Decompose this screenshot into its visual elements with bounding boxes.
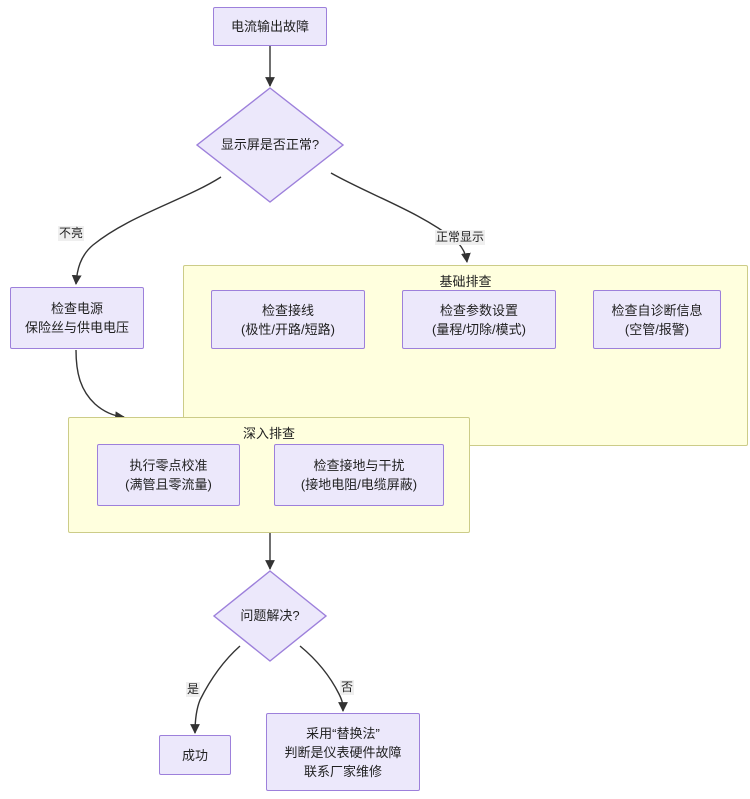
- node-start-current-output-fault[interactable]: 电流输出故障: [213, 7, 327, 46]
- node-check-grounding-line1: 检查接地与干扰: [313, 458, 405, 473]
- node-check-grounding-line2: (接地电阻/电缆屏蔽): [300, 477, 418, 492]
- node-replacement-method-line1: 采用“替换法”: [306, 725, 380, 741]
- node-check-power-line1: 检查电源: [50, 301, 103, 316]
- node-replacement-method[interactable]: 采用“替换法” 判断是仪表硬件故障 联系厂家维修: [266, 713, 420, 791]
- edge-power-to-deep: [75, 349, 125, 422]
- edge-display-to-basic: [330, 172, 471, 263]
- node-start-label: 电流输出故障: [230, 19, 309, 34]
- node-check-grounding[interactable]: 检查接地与干扰 (接地电阻/电缆屏蔽): [274, 444, 444, 506]
- node-decision-display-normal[interactable]: 显示屏是否正常?: [195, 87, 345, 203]
- node-check-wiring-line1: 检查接线: [261, 302, 314, 318]
- node-zero-calibration-line2: (满管且零流量): [125, 477, 212, 492]
- node-check-self-diagnosis-line2: (空管/报警): [624, 321, 690, 337]
- node-success[interactable]: 成功: [159, 735, 231, 775]
- cluster-deep-title: 深入排查: [242, 426, 295, 441]
- diamond-shape-2: [212, 570, 328, 662]
- node-zero-calibration-line1: 执行零点校准: [129, 458, 208, 473]
- node-check-wiring-line2: (极性/开路/短路): [241, 321, 335, 337]
- node-check-power[interactable]: 检查电源 保险丝与供电电压: [10, 287, 144, 349]
- cluster-basic-title: 基础排查: [439, 274, 492, 289]
- node-replacement-method-line3: 联系厂家维修: [303, 763, 382, 779]
- edge-label-normal-display: 正常显示: [435, 230, 486, 245]
- node-zero-calibration[interactable]: 执行零点校准 (满管且零流量): [97, 444, 240, 506]
- node-decision-problem-solved[interactable]: 问题解决?: [212, 570, 328, 662]
- node-check-power-line2: 保险丝与供电电压: [24, 320, 129, 335]
- node-check-wiring[interactable]: 检查接线 (极性/开路/短路): [211, 290, 365, 349]
- node-check-self-diagnosis-line1: 检查自诊断信息: [611, 302, 703, 318]
- node-check-self-diagnosis[interactable]: 检查自诊断信息 (空管/报警): [593, 290, 721, 349]
- node-check-parameters[interactable]: 检查参数设置 (量程/切除/模式): [402, 290, 556, 349]
- diamond-shape: [195, 87, 345, 203]
- edge-label-yes: 是: [186, 682, 201, 697]
- node-replacement-method-line2: 判断是仪表硬件故障: [284, 744, 402, 760]
- node-success-label: 成功: [181, 747, 208, 763]
- edge-label-no: 否: [340, 680, 355, 695]
- node-decision-display-label: 显示屏是否正常?: [220, 137, 320, 152]
- node-decision-solved-label: 问题解决?: [240, 608, 300, 623]
- node-check-parameters-line1: 检查参数设置: [439, 302, 518, 318]
- node-check-parameters-line2: (量程/切除/模式): [432, 321, 526, 337]
- edge-label-no-light: 不亮: [58, 226, 85, 241]
